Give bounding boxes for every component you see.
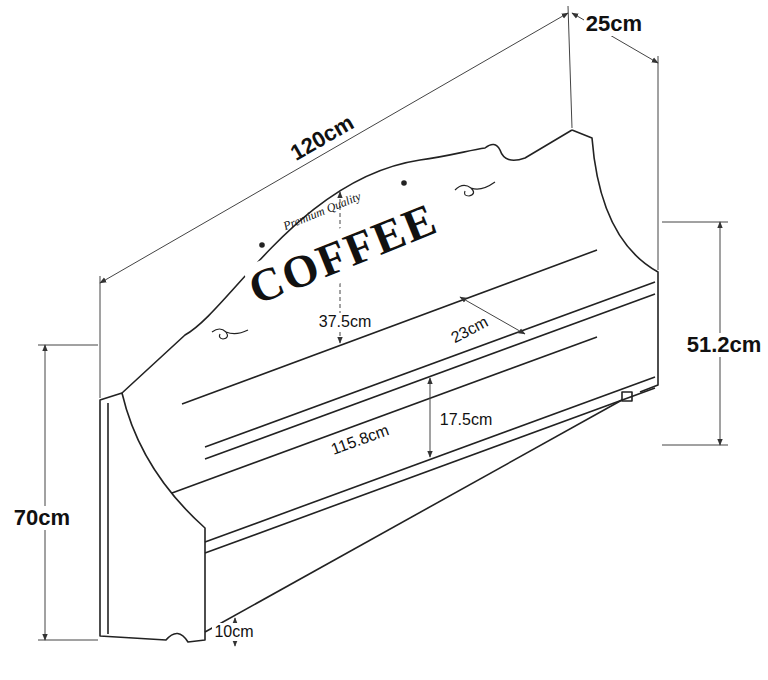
dimension-label: 23cm bbox=[447, 312, 493, 348]
dimension-label: 51.2cm bbox=[685, 333, 764, 357]
dimension-label: 120cm bbox=[285, 109, 360, 166]
dimension-label: 10cm bbox=[212, 623, 255, 641]
dimension-label: 70cm bbox=[12, 506, 72, 530]
dimension-label: 115.8cm bbox=[327, 421, 393, 459]
dimension-label: 37.5cm bbox=[317, 313, 373, 331]
dimension-label: 17.5cm bbox=[438, 411, 494, 429]
brand-text: COFFEE bbox=[241, 193, 444, 314]
dimension-label: 25cm bbox=[584, 12, 644, 36]
